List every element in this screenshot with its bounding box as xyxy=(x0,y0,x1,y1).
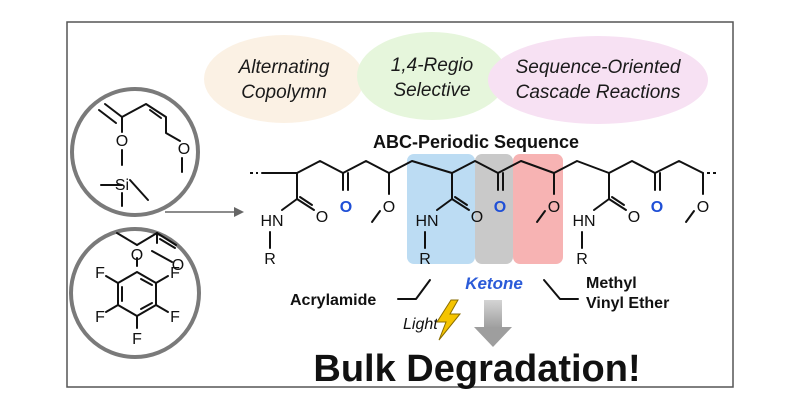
bubble-cascade xyxy=(488,36,708,124)
atom-o-ester: O xyxy=(131,247,143,264)
atom-f-1: F xyxy=(95,265,105,282)
monomer-circle-bottom xyxy=(69,227,201,359)
ether-o-2: O xyxy=(548,199,560,216)
atom-f-5: F xyxy=(132,331,142,348)
atom-f-2: F xyxy=(170,265,180,282)
degradation-arrow xyxy=(474,300,512,347)
bubble-alternating-line2: Copolymn xyxy=(241,82,327,103)
ketone-o-1: O xyxy=(340,199,352,216)
atom-f-3: F xyxy=(95,309,105,326)
amide-o-3: O xyxy=(628,209,640,226)
bubble-cascade-line2: Cascade Reactions xyxy=(516,82,681,103)
bubble-cascade-line1: Sequence-Oriented xyxy=(516,57,682,78)
amide-r-1: R xyxy=(264,251,276,268)
amide-r-3: R xyxy=(576,251,588,268)
bubble-regio-line1: 1,4-Regio xyxy=(391,55,473,76)
amide-o-1: O xyxy=(316,209,328,226)
pfp-acrylate: O O F F F F F xyxy=(95,232,184,348)
label-light: Light xyxy=(403,316,438,333)
ether-o-3: O xyxy=(697,199,709,216)
label-vinyl-ether: Vinyl Ether xyxy=(586,295,669,312)
sequence-title: ABC-Periodic Sequence xyxy=(373,132,579,152)
amide-r-2: R xyxy=(419,251,431,268)
atom-o-carbonyl: O xyxy=(172,257,184,274)
acrylamide-leader xyxy=(397,279,431,300)
bubble-regio xyxy=(357,32,507,120)
silyl-dienol-ether: O Si O xyxy=(98,103,190,207)
ether-o-1: O xyxy=(383,199,395,216)
label-acrylamide: Acrylamide xyxy=(290,292,376,309)
bulk-degradation-text: Bulk Degradation! xyxy=(313,348,640,390)
bubble-alternating-line1: Alternating xyxy=(238,57,330,78)
bubble-regio-line2: Selective xyxy=(393,80,470,101)
arrow-to-polymer xyxy=(165,207,244,217)
amide-o-2: O xyxy=(471,209,483,226)
label-methyl: Methyl xyxy=(586,275,637,292)
feature-bubbles: Alternating Copolymn 1,4-Regio Selective… xyxy=(204,32,708,124)
polymer-atoms: O HN R O O O HN R O O O HN R O O xyxy=(260,199,709,268)
polymer-backbone xyxy=(250,160,716,249)
atom-si: Si xyxy=(115,177,129,194)
ketone-o-3: O xyxy=(651,199,663,216)
bubble-alternating xyxy=(204,35,364,123)
label-ketone: Ketone xyxy=(465,274,523,293)
highlight-vinyl-ether xyxy=(513,154,563,264)
vinyl-ether-leader xyxy=(543,279,579,300)
amide-hn-3: HN xyxy=(572,213,595,230)
atom-o-silyl: O xyxy=(116,133,128,150)
ketone-o-2: O xyxy=(494,199,506,216)
amide-hn-1: HN xyxy=(260,213,283,230)
atom-f-4: F xyxy=(170,309,180,326)
lightning-bolt-icon xyxy=(436,299,462,341)
atom-o-methoxy: O xyxy=(178,141,190,158)
amide-hn-2: HN xyxy=(415,213,438,230)
